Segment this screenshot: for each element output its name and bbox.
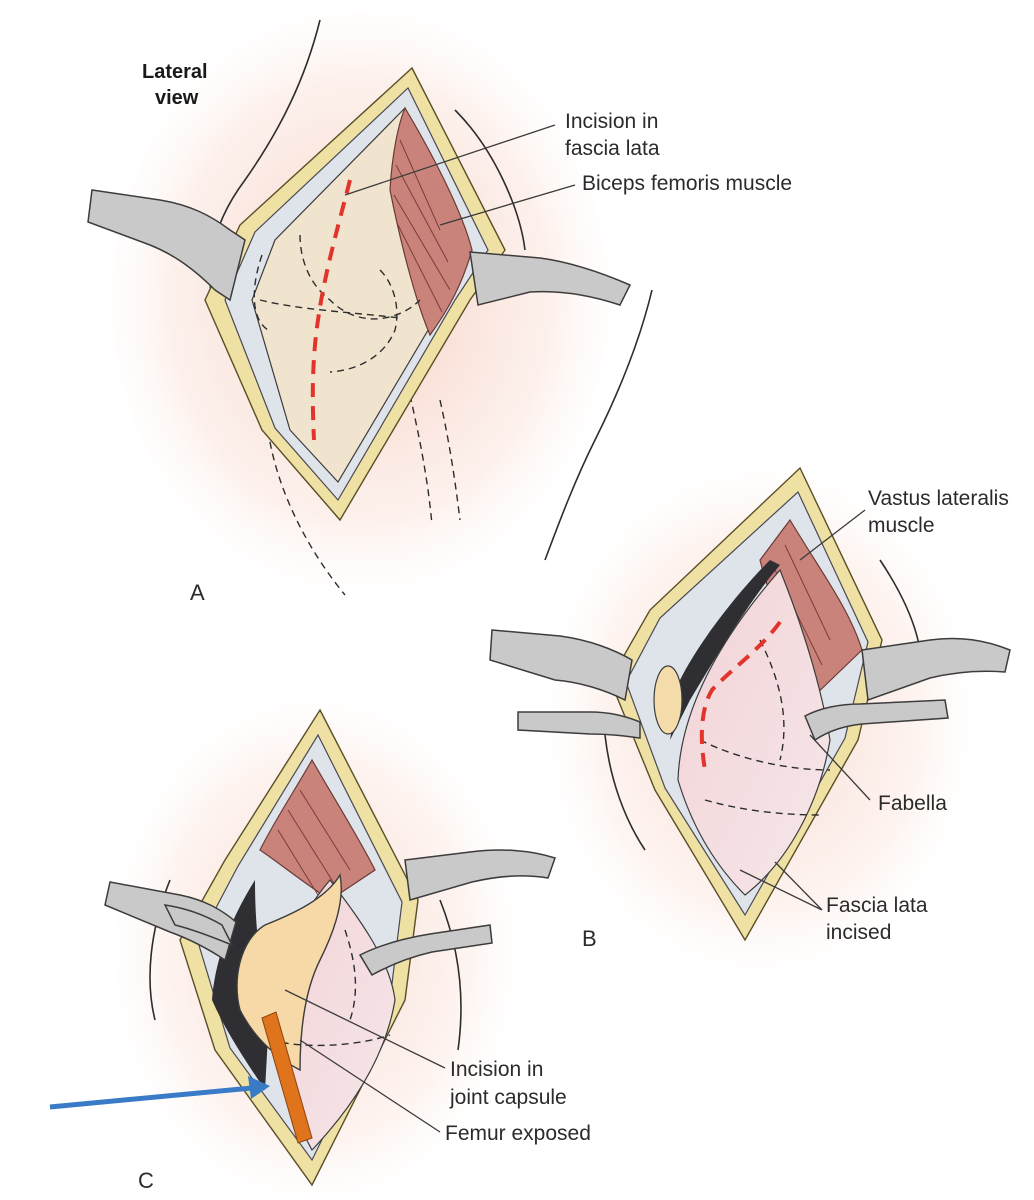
panel-b-retractor-top-left bbox=[489, 629, 633, 702]
panel-b-retractor-top-right bbox=[861, 637, 1011, 702]
panel-c-retractor-fork-right bbox=[358, 924, 493, 977]
biceps-label: Biceps femoris muscle bbox=[582, 172, 792, 195]
incision-fascia-label-line2: fascia lata bbox=[565, 137, 660, 160]
view-label-line2: view bbox=[155, 87, 199, 109]
panel-b-retractor-fork-right bbox=[804, 699, 949, 742]
annotation-arrow-shaft bbox=[49, 1085, 253, 1110]
panel-a-deep-structures bbox=[253, 234, 421, 331]
panel-b-skin-outline bbox=[879, 559, 921, 651]
panel-letter-c: C bbox=[138, 1168, 154, 1193]
panel-c: Incision in joint capsule Femur exposed … bbox=[49, 700, 591, 1200]
view-label-line1: Lateral bbox=[142, 61, 208, 83]
panel-a-skin-outline-right bbox=[454, 109, 526, 251]
panel-c-retractor-fork-left bbox=[163, 904, 234, 947]
panel-b-leader-fascia bbox=[739, 861, 823, 911]
panel-b: Vastus lateralis muscle Fabella Fascia l… bbox=[489, 466, 1011, 970]
panel-c-muscle-fibers bbox=[277, 789, 351, 896]
panel-c-leader-capsule bbox=[284, 989, 446, 1069]
panel-b-incision-line bbox=[699, 620, 782, 771]
panel-a-deep-structures-3 bbox=[259, 299, 401, 319]
fabella-label: Fabella bbox=[878, 792, 947, 815]
panel-a-leg-outline bbox=[544, 289, 653, 561]
panel-a-leader-biceps bbox=[439, 184, 576, 226]
panel-b-skin-outline-left bbox=[604, 734, 646, 851]
panel-letter-a: A bbox=[190, 580, 205, 605]
panel-a-retractor-left bbox=[87, 189, 246, 302]
panel-b-leader-vastus bbox=[799, 509, 866, 561]
vastus-label-line1: Vastus lateralis bbox=[868, 487, 1009, 510]
panel-a-hidden-contour bbox=[267, 429, 346, 596]
panel-b-retractor-fork-left bbox=[517, 711, 641, 739]
panel-a-deep-structures-2 bbox=[329, 269, 398, 373]
panel-letter-b: B bbox=[582, 926, 597, 951]
annotation-bar bbox=[261, 1011, 313, 1144]
panel-b-deep-structures bbox=[699, 739, 831, 816]
panel-a-muscle-fibers bbox=[393, 139, 451, 313]
panel-a-retractor-right bbox=[469, 251, 632, 306]
panel-a-leader-incision bbox=[344, 124, 556, 196]
capsule-label-line1: Incision in bbox=[450, 1058, 543, 1081]
annotation-arrow-head bbox=[248, 1076, 270, 1099]
femur-label: Femur exposed bbox=[445, 1122, 591, 1145]
panel-a: Lateral view Incision in fascia lata Bic… bbox=[87, 10, 792, 605]
fascia-incised-label-line1: Fascia lata bbox=[826, 894, 928, 917]
panel-b-deep-shadow bbox=[670, 560, 780, 740]
vastus-label-line2: muscle bbox=[868, 514, 935, 537]
panel-c-muscle bbox=[259, 758, 376, 901]
panel-b-fabella bbox=[653, 665, 683, 735]
panel-a-hidden-contour-3 bbox=[439, 399, 461, 521]
panel-b-deep-structures-2 bbox=[759, 639, 785, 761]
fascia-incised-label-line2: incised bbox=[826, 921, 891, 944]
panel-a-hidden-contour-2 bbox=[409, 394, 433, 526]
panel-c-retractor-top-right bbox=[404, 849, 556, 901]
panel-c-skin-outline-right bbox=[439, 899, 462, 1051]
panel-c-leader-femur bbox=[299, 1039, 441, 1133]
panel-b-leader-fabella bbox=[809, 734, 871, 801]
panel-a-incision-line bbox=[310, 179, 352, 441]
incision-fascia-label-line1: Incision in bbox=[565, 110, 658, 133]
capsule-label-line2: joint capsule bbox=[449, 1086, 567, 1109]
panel-c-retractor-top-left bbox=[104, 881, 237, 962]
